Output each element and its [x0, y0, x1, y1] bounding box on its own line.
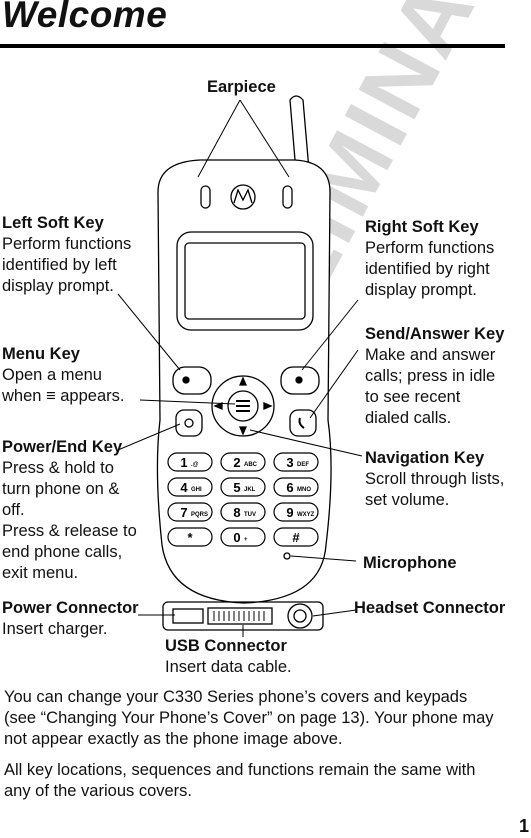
keypad-letters: MNO — [297, 487, 311, 493]
keypad-digit: 7 — [180, 505, 187, 520]
leader-earpiece — [197, 99, 290, 178]
keypad-letters: ABC — [244, 462, 258, 468]
navigation-key-callout: Navigation Key Scroll through lists, set… — [365, 449, 505, 509]
keypad-digit: 0 — [233, 530, 240, 545]
usb-connector-callout: USB Connector Insert data cable. — [165, 637, 292, 676]
right-soft-key-callout: Right Soft Key Perform functions identif… — [365, 218, 495, 299]
leader-left-soft-key — [117, 293, 181, 371]
title-rule — [0, 44, 505, 48]
keypad-letters: JKL — [244, 487, 256, 493]
leader-right-soft-key — [301, 299, 359, 371]
page-title: Welcome — [2, 0, 168, 35]
keypad-letters: .@ — [191, 462, 199, 468]
leader-nav-key — [249, 429, 363, 457]
usb-connector-port — [207, 607, 273, 625]
keypad-key-4: 5 JKL — [220, 477, 266, 497]
microphone-hole — [283, 552, 291, 560]
page-number: 1 — [518, 816, 529, 836]
keypad-letters: DEF — [297, 462, 309, 468]
keypad-letters: GHI — [191, 487, 202, 493]
send-answer-key-callout: Send/Answer Key Make and answer calls; p… — [365, 325, 505, 427]
leader-send-key — [309, 349, 359, 419]
display-bezel — [176, 231, 314, 331]
logo-icon — [230, 184, 256, 210]
power-connector-port — [172, 608, 204, 624]
leader-menu-key — [139, 399, 236, 405]
power-connector-callout: Power Connector Insert charger. — [2, 599, 139, 638]
keypad-digit: # — [292, 530, 300, 545]
keypad-key-0: 1 .@ — [167, 452, 213, 472]
left-soft-key-callout: Left Soft Key Perform functions identifi… — [2, 214, 132, 295]
leader-headset-connector — [312, 609, 357, 617]
end-key-shape — [175, 409, 203, 437]
keypad-digit: 5 — [233, 480, 240, 495]
headset-connector-label: Headset Connector — [354, 599, 506, 617]
keypad-digit: 8 — [233, 505, 240, 520]
keypad-key-11: # — [273, 527, 319, 547]
microphone-label: Microphone — [363, 554, 457, 572]
keypad-key-6: 7 PQRS — [167, 502, 213, 522]
keypad-key-2: 3 DEF — [273, 452, 319, 472]
keypad-letters: TUV — [244, 512, 256, 518]
keypad-letters: WXYZ — [297, 512, 315, 518]
menu-key-shape — [227, 390, 259, 422]
intro-paragraph: You can change your C330 Series phone’s … — [4, 688, 494, 748]
earpiece-label: Earpiece — [207, 78, 276, 96]
menu-key-callout: Menu Key Open a menu when ≡ appears. — [2, 345, 125, 405]
headset-connector-port — [287, 603, 313, 629]
antenna — [289, 95, 310, 173]
keypad-digit: 4 — [180, 480, 188, 495]
nav-ring — [211, 375, 275, 437]
keypad-digit: 9 — [286, 505, 293, 520]
display-screen — [184, 242, 306, 320]
keypad-key-5: 6 MNO — [273, 477, 319, 497]
keypad-digit: 2 — [233, 455, 240, 470]
keypad-key-8: 9 WXYZ — [273, 502, 319, 522]
keypad-key-7: 8 TUV — [220, 502, 266, 522]
power-end-key-callout: Power/End Key Press & hold to turn phone… — [2, 438, 137, 582]
keypad-key-10: 0+ — [220, 527, 266, 547]
send-key-shape — [289, 409, 317, 437]
keypad-digit: 3 — [286, 455, 293, 470]
keypad-key-1: 2 ABC — [220, 452, 266, 472]
earpiece-slot-left — [200, 185, 211, 209]
keypad-digit: * — [187, 530, 193, 545]
keypad-key-9: * — [167, 527, 213, 547]
covers-paragraph: All key locations, sequences and functio… — [4, 761, 476, 800]
left-soft-key-shape — [172, 366, 212, 395]
keypad-letters: PQRS — [191, 512, 208, 518]
leader-power-key — [117, 423, 181, 451]
earpiece-slot-right — [282, 185, 293, 209]
keypad-digit: 6 — [286, 480, 293, 495]
right-soft-key-shape — [280, 366, 320, 395]
keypad-letters: + — [244, 537, 248, 543]
leader-microphone — [290, 555, 357, 562]
keypad-digit: 1 — [180, 455, 187, 470]
